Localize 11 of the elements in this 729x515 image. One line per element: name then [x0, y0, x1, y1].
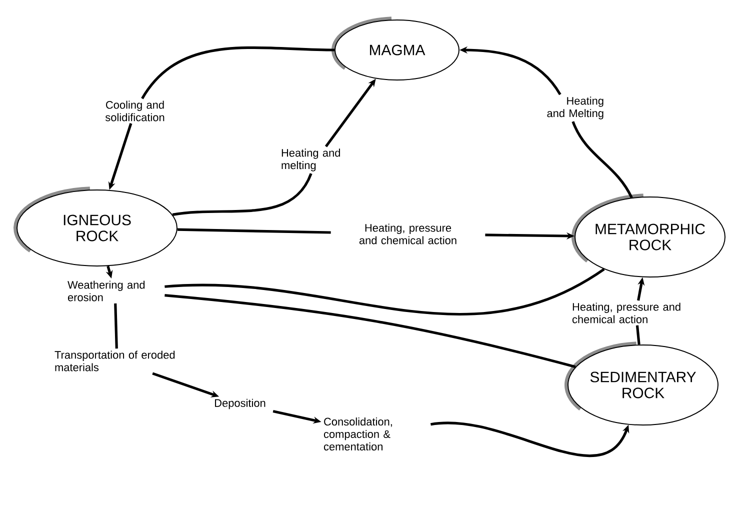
- process-label: Consolidation, compaction & cementation: [324, 418, 392, 450]
- process-label: Heating and melting: [282, 148, 340, 172]
- process-label: Heating, pressure and chemical action: [572, 302, 680, 324]
- node-label: SEDIMENTARY ROCK: [590, 372, 696, 398]
- process-label: Deposition: [215, 398, 266, 410]
- process-label: Heating, pressure and chemical action: [359, 224, 456, 244]
- process-label: Heating and Melting: [547, 96, 604, 120]
- process-label: Weathering and erosion: [68, 280, 145, 302]
- node-label: METAMORPHIC ROCK: [596, 224, 705, 250]
- process-label: Cooling and solidification: [105, 100, 164, 122]
- process-label: Transportation of eroded materials: [54, 350, 175, 372]
